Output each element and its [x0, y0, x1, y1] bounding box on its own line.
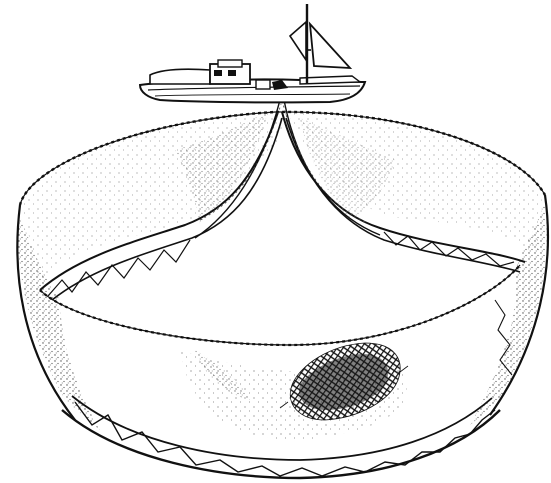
net-wall	[18, 112, 547, 440]
inner-cork-line	[40, 265, 520, 345]
sail	[310, 24, 350, 68]
